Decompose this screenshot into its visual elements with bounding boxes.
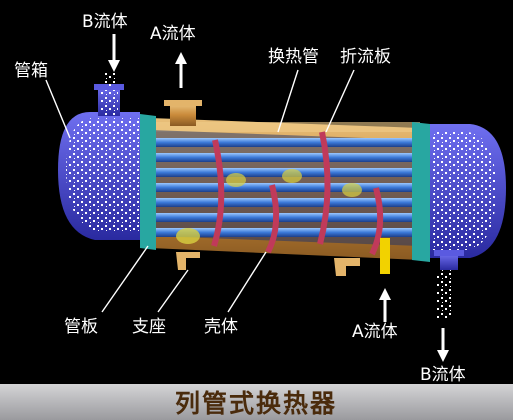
- b-fluid-inlet-label: B流体: [82, 12, 128, 32]
- supports: [176, 252, 360, 276]
- shell-label: 壳体: [204, 317, 238, 337]
- a-fluid-inlet-nozzle: [380, 238, 390, 274]
- tube-sheet-label: 管板: [64, 317, 98, 337]
- leader-lines: [45, 69, 355, 313]
- baffles: [211, 131, 384, 256]
- left-header-box: [58, 84, 140, 240]
- title-band: [0, 384, 513, 420]
- baffle-label: 折流板: [340, 47, 391, 67]
- tube-sheets: [140, 114, 430, 262]
- a-fluid-outlet-label: A流体: [150, 24, 196, 44]
- right-header-box: [430, 124, 506, 270]
- header-box-label: 管箱: [14, 61, 48, 81]
- b-fluid-outlet-label: B流体: [420, 365, 466, 385]
- flow-arrows: [108, 34, 449, 362]
- diagram-title: 列管式换热器: [175, 389, 337, 418]
- a-fluid-inlet-label: A流体: [352, 322, 398, 342]
- heat-tube-label: 换热管: [268, 47, 319, 67]
- a-fluid-outlet-nozzle: [164, 100, 202, 126]
- shell-fluid-highlights: [176, 169, 362, 244]
- support-label: 支座: [132, 317, 166, 337]
- b-fluid-streams: [103, 72, 451, 318]
